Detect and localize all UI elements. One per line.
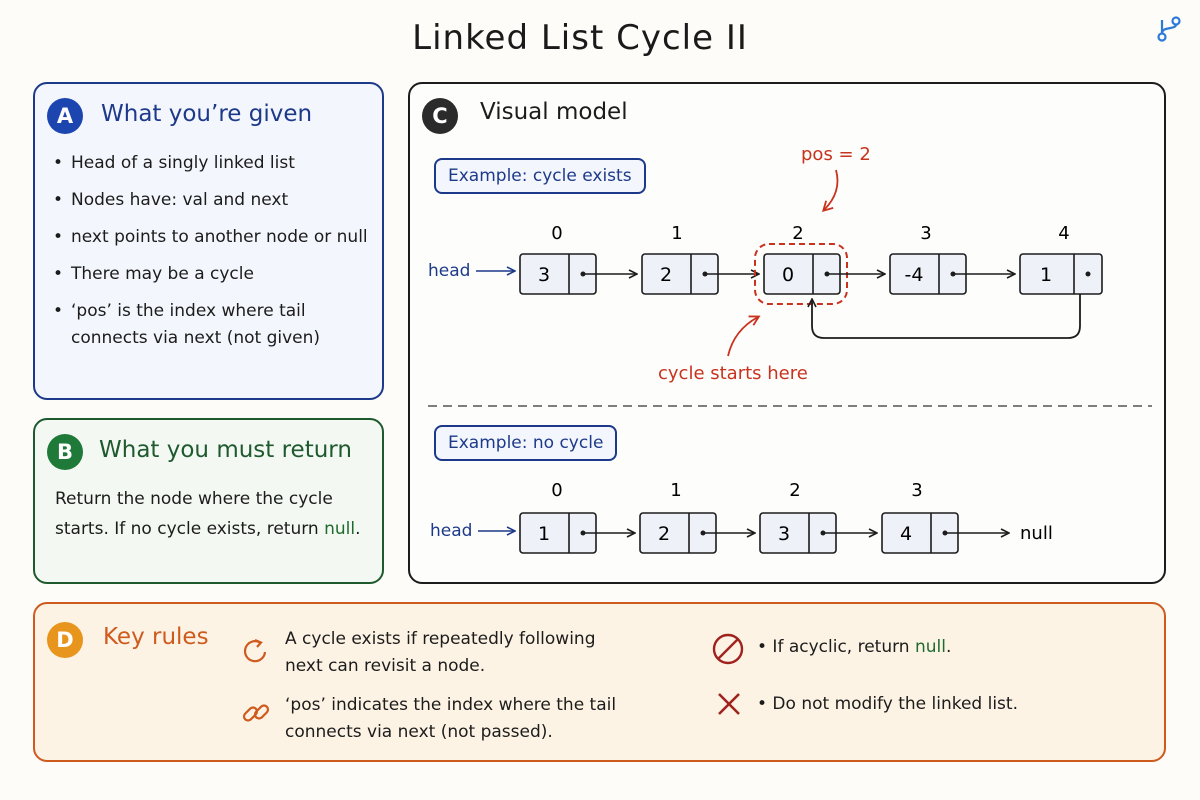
- cycle-back-arrow: [812, 294, 1081, 339]
- list-item: There may be a cycle: [51, 261, 376, 288]
- node-value: 4: [900, 523, 912, 545]
- null-label: null: [1020, 523, 1053, 544]
- index-label: 4: [1058, 223, 1069, 244]
- list-node: 2: [641, 253, 719, 295]
- badge-a: A: [47, 98, 83, 134]
- rule-acyclic-text: • If acyclic, return: [757, 637, 910, 657]
- list-item: next points to another node or null: [51, 224, 376, 251]
- panel-what-youre-given: A What you’re given Head of a singly lin…: [33, 82, 384, 400]
- badge-d: D: [47, 622, 83, 658]
- node-value: 3: [538, 264, 550, 286]
- prohibited-icon: [712, 633, 744, 665]
- badge-c: C: [422, 98, 458, 134]
- cycle-start-arrow: [727, 315, 761, 357]
- list-node: -4: [889, 253, 967, 295]
- index-label: 3: [911, 480, 922, 501]
- page-title: Linked List Cycle II: [412, 18, 748, 58]
- index-label: 2: [792, 223, 803, 244]
- index-label: 1: [671, 223, 682, 244]
- list-node: 4: [881, 512, 959, 554]
- branch-icon: [1157, 16, 1181, 42]
- index-label: 0: [551, 223, 562, 244]
- panel-visual-model: C Visual model Example: cycle exists Exa…: [408, 82, 1166, 584]
- node-value: 2: [658, 523, 670, 545]
- node-value: 0: [782, 264, 794, 286]
- index-label: 0: [551, 480, 562, 501]
- rule-acyclic: • If acyclic, return null.: [757, 634, 951, 661]
- return-text: Return the node where the cycle starts. …: [55, 489, 333, 539]
- node-value: 1: [1040, 264, 1052, 286]
- rule-pos-index: ‘pos’ indicates the index where the tail…: [285, 695, 617, 742]
- pos-label: pos = 2: [801, 144, 871, 165]
- panel-what-you-must-return: B What you must return Return the node w…: [33, 418, 384, 584]
- return-end: .: [355, 519, 361, 539]
- rule-acyclic-end: .: [946, 637, 952, 657]
- node-value: 2: [660, 264, 672, 286]
- example-no-cycle-label: Example: no cycle: [434, 425, 618, 461]
- index-label: 2: [789, 480, 800, 501]
- index-label: 3: [920, 223, 931, 244]
- panel-d-heading: Key rules: [103, 624, 209, 650]
- example-cycle-label: Example: cycle exists: [434, 158, 646, 194]
- given-list: Head of a singly linked list Nodes have:…: [51, 150, 376, 362]
- cycle-starts-label: cycle starts here: [658, 363, 808, 384]
- link-icon: [242, 704, 270, 722]
- linked-list-diagram: head 0 1 2 3 4 3 2 0: [428, 144, 1152, 554]
- list-item: Head of a singly linked list: [51, 150, 376, 177]
- null-keyword: null: [324, 519, 356, 539]
- list-item: ‘pos’ is the index where tail connects v…: [51, 298, 376, 352]
- badge-b: B: [47, 434, 83, 470]
- return-description: Return the node where the cycle starts. …: [55, 484, 375, 544]
- node-value: 3: [778, 523, 790, 545]
- head-label: head: [430, 521, 472, 541]
- list-node: 3: [759, 512, 837, 554]
- rule-no-modify: • Do not modify the linked list.: [757, 694, 1018, 714]
- list-node: 1: [1019, 253, 1103, 295]
- panel-key-rules: D Key rules A cycle exists if repeatedly…: [33, 602, 1166, 762]
- list-node: 1: [519, 512, 597, 554]
- panel-c-heading: Visual model: [480, 99, 628, 125]
- head-label: head: [428, 261, 470, 281]
- panel-a-heading: What you’re given: [101, 101, 313, 127]
- index-label: 1: [670, 480, 681, 501]
- list-item: Nodes have: val and next: [51, 187, 376, 214]
- x-icon: [718, 693, 740, 715]
- list-node: 2: [639, 512, 717, 554]
- node-value: -4: [905, 264, 924, 286]
- panel-b-heading: What you must return: [99, 437, 352, 463]
- cycle-arrow-icon: [243, 638, 267, 663]
- null-keyword: null: [915, 637, 946, 657]
- rule-cycle-exists: A cycle exists if repeatedly following n…: [285, 629, 596, 676]
- node-value: 1: [538, 523, 550, 545]
- pos-arrow: [821, 169, 839, 213]
